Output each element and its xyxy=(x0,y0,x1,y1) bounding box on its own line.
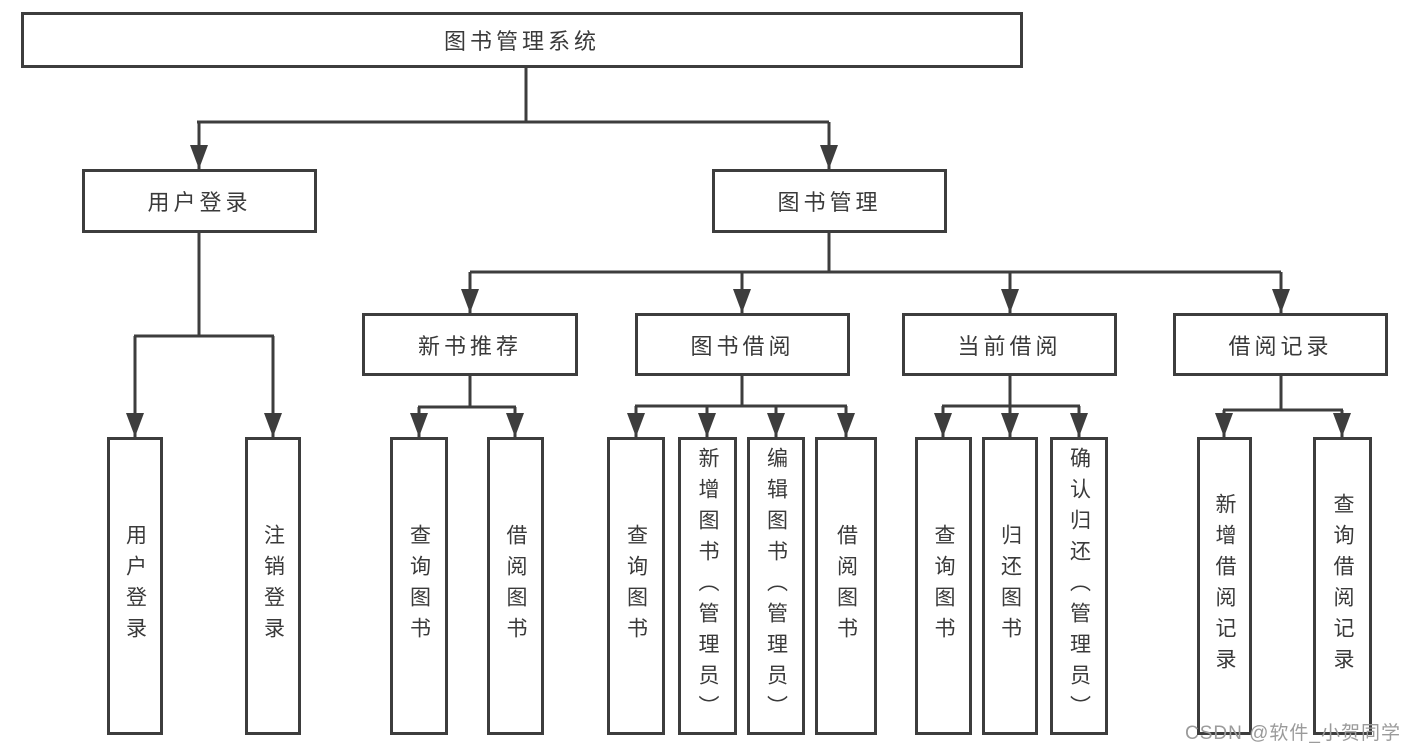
leaf-rec-borrow-books-label: 借阅图书 xyxy=(504,524,527,648)
node-root-system: 图书管理系统 xyxy=(21,12,1023,68)
leaf-bb-borrow-books-label: 借阅图书 xyxy=(834,524,858,648)
node-user-login: 用户登录 xyxy=(82,169,317,233)
node-borrowing-records-label: 借阅记录 xyxy=(1228,333,1333,359)
leaf-logout: 注销登录 xyxy=(245,437,301,735)
leaf-logout-label: 注销登录 xyxy=(261,524,285,648)
leaf-bb-edit-books-admin-label: 编辑图书（管理员） xyxy=(764,446,788,726)
node-user-login-label: 用户登录 xyxy=(147,190,252,215)
leaf-bb-edit-books-admin: 编辑图书（管理员） xyxy=(747,437,805,735)
leaf-br-add-record-label: 新增借阅记录 xyxy=(1213,493,1236,679)
node-new-book-recommendation: 新书推荐 xyxy=(362,313,578,376)
leaf-bb-query-books-label: 查询图书 xyxy=(624,524,648,648)
node-book-borrowing: 图书借阅 xyxy=(635,313,850,376)
leaf-bb-add-books-admin: 新增图书（管理员） xyxy=(678,437,737,735)
leaf-user-login: 用户登录 xyxy=(107,437,163,735)
node-current-borrowing: 当前借阅 xyxy=(902,313,1117,376)
leaf-cb-return-books: 归还图书 xyxy=(982,437,1038,735)
node-borrowing-records: 借阅记录 xyxy=(1173,313,1388,376)
node-new-book-recommendation-label: 新书推荐 xyxy=(417,333,522,359)
leaf-rec-borrow-books: 借阅图书 xyxy=(487,437,544,735)
leaf-br-query-record-label: 查询借阅记录 xyxy=(1331,493,1354,679)
leaf-bb-add-books-admin-label: 新增图书（管理员） xyxy=(696,446,719,726)
node-root-label: 图书管理系统 xyxy=(443,29,600,54)
leaf-cb-confirm-return-admin: 确认归还（管理员） xyxy=(1050,437,1108,735)
node-book-borrowing-label: 图书借阅 xyxy=(690,333,795,359)
leaf-rec-query-books-label: 查询图书 xyxy=(407,524,431,648)
leaf-br-query-record: 查询借阅记录 xyxy=(1313,437,1372,735)
leaf-cb-query-books-label: 查询图书 xyxy=(932,524,955,648)
leaf-bb-borrow-books: 借阅图书 xyxy=(815,437,877,735)
leaf-rec-query-books: 查询图书 xyxy=(390,437,448,735)
leaf-cb-query-books: 查询图书 xyxy=(915,437,972,735)
node-book-management: 图书管理 xyxy=(712,169,947,233)
leaf-user-login-label: 用户登录 xyxy=(123,524,147,648)
node-book-management-label: 图书管理 xyxy=(777,190,882,215)
node-current-borrowing-label: 当前借阅 xyxy=(957,333,1062,359)
leaf-bb-query-books: 查询图书 xyxy=(607,437,665,735)
leaf-br-add-record: 新增借阅记录 xyxy=(1197,437,1252,735)
leaf-cb-confirm-return-admin-label: 确认归还（管理员） xyxy=(1067,446,1091,726)
leaf-cb-return-books-label: 归还图书 xyxy=(998,524,1022,648)
csdn-watermark: CSDN @软件_小贺同学 xyxy=(1185,723,1401,744)
